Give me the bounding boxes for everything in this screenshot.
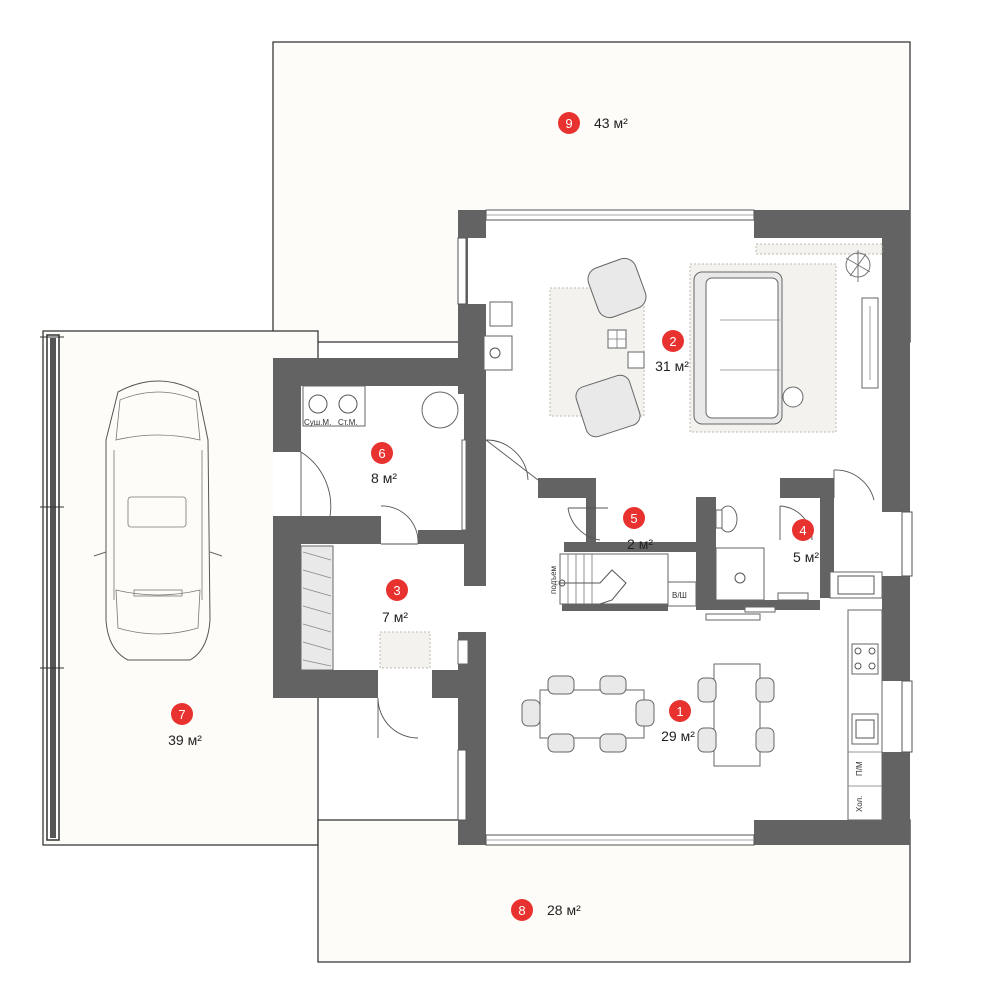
room-number: 3 bbox=[393, 583, 400, 598]
room-number: 7 bbox=[178, 707, 185, 722]
living-furniture bbox=[483, 243, 883, 438]
room-badge bbox=[792, 519, 814, 541]
carport-rail bbox=[40, 334, 64, 841]
dishwasher-label: П/М bbox=[855, 761, 864, 776]
room-badge bbox=[662, 330, 684, 352]
room-area: 7 м² bbox=[382, 609, 408, 625]
room-label-3: 3 7 м² bbox=[382, 579, 408, 625]
room-number: 8 bbox=[518, 903, 525, 918]
room-label-9: 9 43 м² bbox=[558, 112, 628, 134]
room-area: 39 м² bbox=[168, 732, 202, 748]
stairs: подъем В/Ш bbox=[549, 553, 697, 607]
room-label-6: 6 8 м² bbox=[371, 442, 397, 486]
room-number: 9 bbox=[565, 116, 572, 131]
room-area: 2 м² bbox=[627, 536, 653, 552]
bath-fixtures bbox=[715, 505, 883, 613]
car-icon bbox=[93, 380, 223, 661]
room-area: 5 м² bbox=[793, 549, 819, 565]
room-area: 8 м² bbox=[371, 470, 397, 486]
room-label-4: 4 5 м² bbox=[792, 519, 819, 565]
room-label-5: 5 2 м² bbox=[623, 507, 653, 552]
room-area: 29 м² bbox=[661, 728, 695, 744]
doors bbox=[300, 439, 875, 739]
windows bbox=[457, 209, 913, 846]
kitchen-furniture: П/М Хол. bbox=[521, 609, 883, 821]
room-badge bbox=[623, 507, 645, 529]
room-badge bbox=[511, 899, 533, 921]
room-area: 43 м² bbox=[594, 115, 628, 131]
boiler-label: В/Ш bbox=[672, 591, 687, 600]
room-area: 31 м² bbox=[655, 358, 689, 374]
room-label-2: 2 31 м² bbox=[655, 330, 689, 374]
fridge-label: Хол. bbox=[855, 796, 864, 812]
carport bbox=[42, 330, 319, 846]
room-badge bbox=[171, 703, 193, 725]
room-badge bbox=[371, 442, 393, 464]
room-badge bbox=[558, 112, 580, 134]
room-number: 4 bbox=[799, 523, 806, 538]
plant-icon bbox=[845, 250, 871, 282]
room-number: 6 bbox=[378, 446, 385, 461]
room-label-1: 1 29 м² bbox=[661, 700, 695, 744]
room-number: 2 bbox=[669, 334, 676, 349]
room-number: 1 bbox=[676, 704, 683, 719]
washer-label: Ст.М. bbox=[338, 418, 358, 427]
room-label-7: 7 39 м² bbox=[168, 703, 202, 748]
room-badge bbox=[669, 700, 691, 722]
hall-furniture bbox=[300, 545, 469, 671]
stairs-label: подъем bbox=[549, 566, 558, 594]
room-badge bbox=[386, 579, 408, 601]
room-area: 28 м² bbox=[547, 902, 581, 918]
laundry-furniture: Суш.М. Ст.М. bbox=[302, 385, 467, 531]
room-label-8: 8 28 м² bbox=[511, 899, 581, 921]
dryer-label: Суш.М. bbox=[304, 418, 331, 427]
room-number: 5 bbox=[630, 511, 637, 526]
